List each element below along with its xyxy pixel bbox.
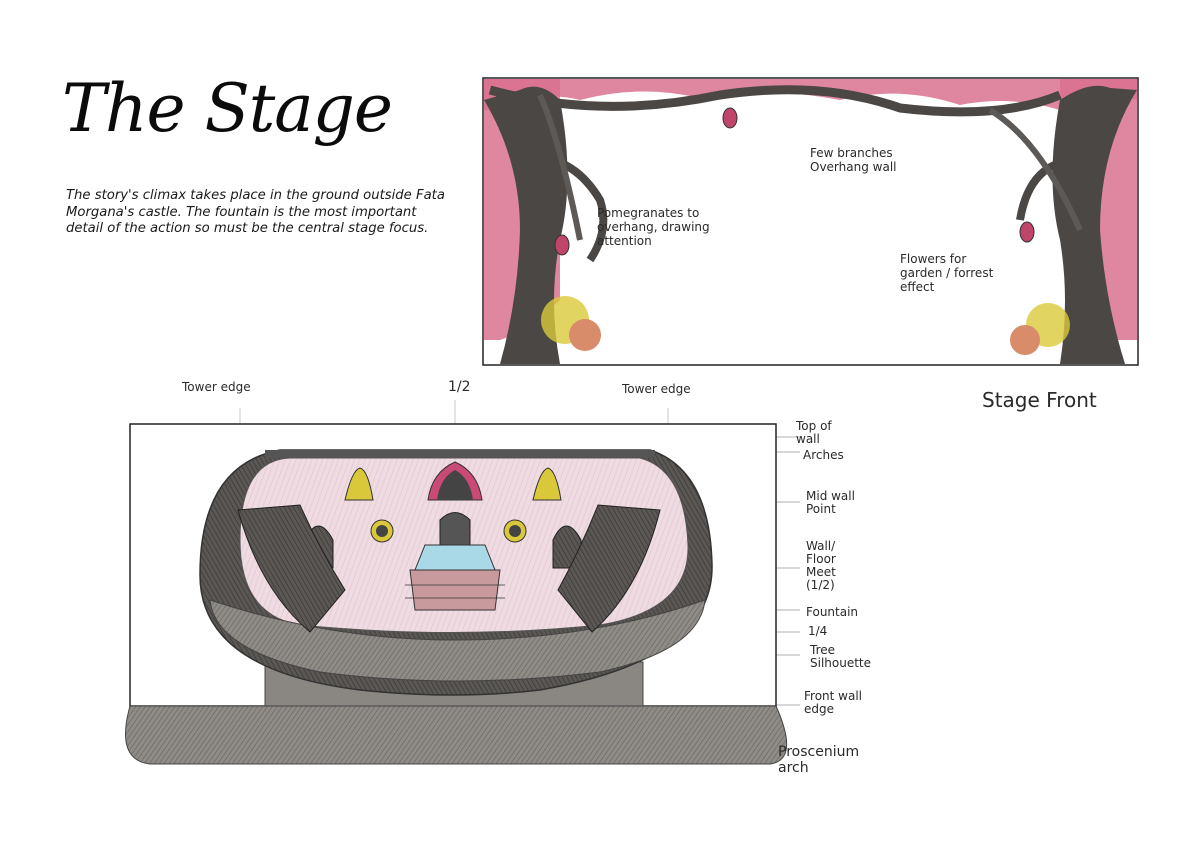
page-description: The story's climax takes place in the gr… [66, 188, 445, 236]
side-label-tree-silhouette: Tree Silhouette [810, 643, 872, 670]
side-label-quarter: 1/4 [808, 624, 828, 638]
side-label-arches: Arches [803, 448, 844, 462]
side-label-fountain: Fountain [806, 605, 859, 619]
side-label-front-wall-edge: Front wall edge [804, 689, 863, 716]
page-title: The Stage [62, 70, 393, 147]
front-view-drawing [482, 77, 1139, 366]
side-label-top-of-wall: Top of wall [796, 419, 832, 446]
note-flowers: Flowers for garden / forrest effect [900, 252, 994, 294]
label-right-tower-edge: Tower edge [622, 382, 691, 396]
side-label-proscenium-arch: Proscenium arch [778, 744, 860, 776]
label-left-tower-edge: Tower edge [182, 380, 251, 394]
caption-stage-front: Stage Front [982, 388, 1097, 412]
note-pomegranates: Pomegranates to overhang, drawing attent… [597, 206, 710, 248]
side-label-wall-floor-meet: Wall/ Floor Meet (1/2) [806, 539, 836, 592]
side-label-mid-wall-point: Mid wall Point [806, 489, 855, 516]
note-branches: Few branches Overhang wall [810, 146, 897, 174]
label-center-half: 1/2 [448, 379, 471, 395]
plan-view-drawing [125, 400, 800, 765]
